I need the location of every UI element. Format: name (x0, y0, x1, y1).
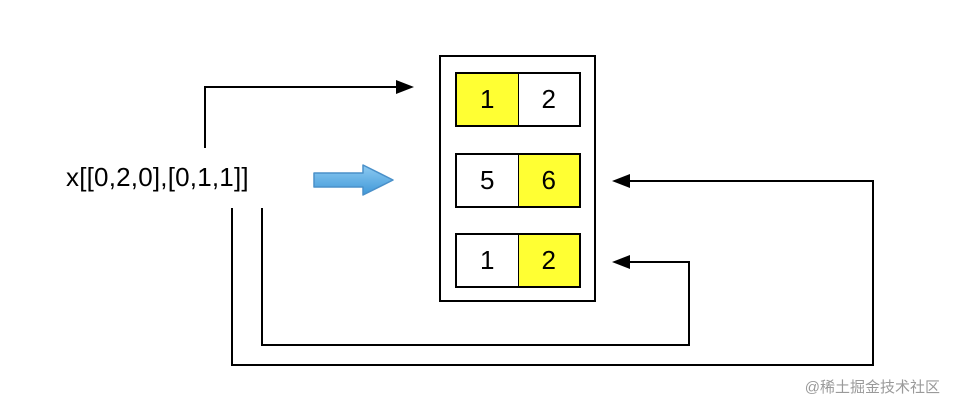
index-arrow-row-1 (231, 180, 874, 366)
array-row-1: 5 6 (455, 153, 581, 208)
array-cell: 5 (457, 155, 519, 206)
index-arrow-row-0 (204, 86, 398, 148)
array-cell: 6 (518, 155, 579, 206)
index-arrow-row-2 (261, 208, 690, 346)
arrowhead-row-0 (396, 80, 414, 94)
array-cell: 1 (457, 235, 519, 286)
array-cell: 2 (518, 235, 579, 286)
watermark: @稀土掘金技术社区 (804, 379, 940, 396)
arrowhead-row-2 (612, 255, 630, 269)
arrowhead-row-1 (612, 174, 630, 188)
array-row-0: 1 2 (455, 72, 581, 127)
array-row-2: 1 2 (455, 233, 581, 288)
array-cell: 1 (457, 74, 519, 125)
array-cell: 2 (518, 74, 579, 125)
index-expression: x[[0,2,0],[0,1,1]] (66, 162, 249, 192)
result-arrow-icon (313, 164, 394, 196)
result-array-container (439, 55, 596, 302)
